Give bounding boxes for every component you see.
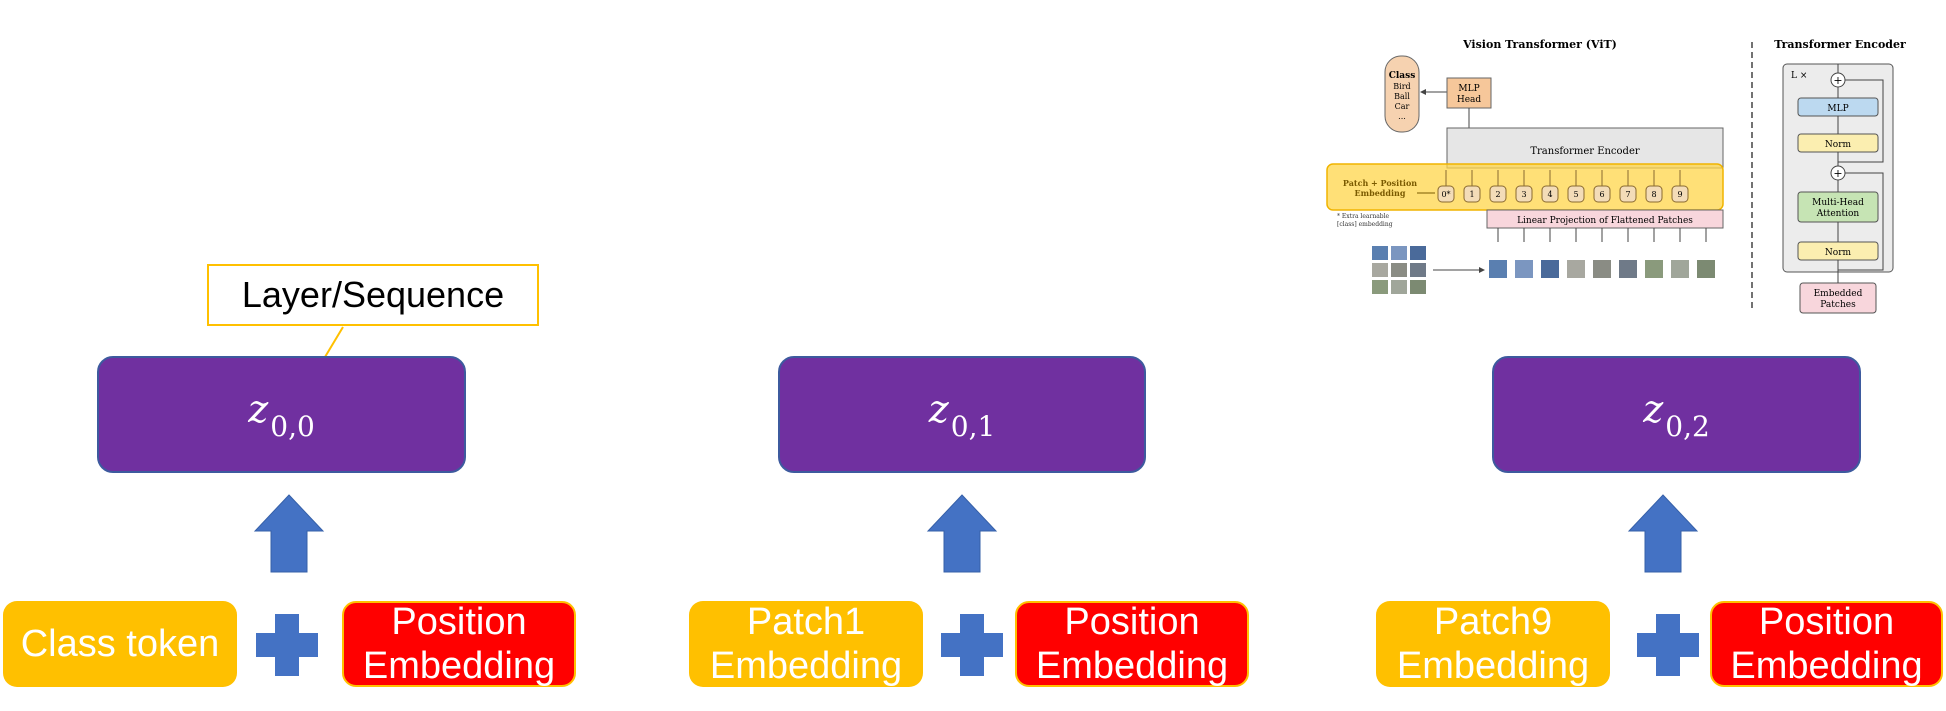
token-index: 4 — [1547, 190, 1552, 199]
arrowhead — [1479, 267, 1485, 273]
encoder-attention-label: Attention — [1816, 209, 1860, 219]
z-label: z0,1 — [928, 386, 996, 443]
up-arrow-icon — [1627, 494, 1699, 573]
patch-position-label: Embedding — [1355, 188, 1406, 198]
callout-text: Layer/Sequence — [241, 274, 505, 315]
embedded-patches-label: Embedded — [1814, 289, 1863, 299]
token-index: 3 — [1521, 190, 1526, 199]
class-token-label: Class token — [20, 623, 220, 665]
z-output-box-1: z0,1 — [778, 356, 1146, 473]
transformer-encoder-box — [1446, 127, 1724, 169]
token-index: 6 — [1599, 190, 1604, 199]
encoder-repeat-label: L × — [1791, 71, 1807, 81]
extra-learnable-note: * Extra learnable — [1337, 213, 1390, 220]
flattened-patches — [1489, 260, 1715, 278]
plus-icon — [1637, 614, 1699, 676]
encoder-mlp-label: MLP — [1827, 104, 1848, 114]
class-box-line: Car — [1395, 102, 1410, 111]
encoder-attention-label: Multi-Head — [1812, 198, 1864, 208]
patch9-embedding-box: Patch9 Embedding — [1376, 601, 1610, 687]
z-output-box-0: z0,0 — [97, 356, 466, 473]
linear-projection-box — [1486, 209, 1724, 229]
patch1-embedding-label: Patch1 Embedding — [709, 601, 903, 687]
vit-title: Vision Transformer (ViT) — [1462, 38, 1617, 51]
encoder-title: Transformer Encoder — [1774, 38, 1906, 51]
patch-position-label: Patch + Position — [1343, 178, 1417, 188]
plus-icon — [941, 614, 1003, 676]
token-index: 2 — [1495, 190, 1500, 199]
position-embedding-label: Position Embedding — [1730, 601, 1923, 687]
class-box-line: Class — [1389, 71, 1416, 81]
mlp-head-label: Head — [1457, 95, 1482, 105]
patch9-embedding-label: Patch9 Embedding — [1396, 601, 1590, 687]
z-label: z0,0 — [248, 386, 315, 443]
token-index: 8 — [1651, 190, 1656, 199]
class-box-line: Ball — [1394, 92, 1410, 101]
plus-icon — [256, 614, 318, 676]
extra-learnable-note: [class] embedding — [1337, 221, 1393, 228]
position-embedding-box-1: Position Embedding — [1015, 601, 1249, 687]
up-arrow-icon — [926, 494, 998, 573]
mlp-head-label: MLP — [1458, 84, 1479, 94]
position-embedding-box-2: Position Embedding — [1710, 601, 1943, 687]
position-embedding-label: Position Embedding — [362, 601, 556, 687]
class-box-line: Bird — [1393, 82, 1410, 91]
encoder-norm-top-label: Norm — [1825, 140, 1852, 150]
chip-to-encoder-arrows — [1445, 170, 1681, 186]
patch1-embedding-box: Patch1 Embedding — [689, 601, 923, 687]
token-index: 0* — [1441, 190, 1450, 199]
vit-architecture-figure: Vision Transformer (ViT) Transformer Enc… — [1326, 38, 1906, 314]
linear-projection-label: Linear Projection of Flattened Patches — [1517, 216, 1693, 226]
z-label: z0,2 — [1643, 386, 1710, 443]
image-grid — [1372, 246, 1426, 294]
layer-sequence-callout: Layer/Sequence — [207, 264, 539, 326]
token-index: 1 — [1469, 190, 1474, 199]
token-index: 7 — [1625, 190, 1630, 199]
residual-plus-label: + — [1833, 167, 1842, 180]
position-embedding-label: Position Embedding — [1035, 601, 1229, 687]
transformer-encoder-label: Transformer Encoder — [1530, 146, 1640, 157]
class-output-box — [1384, 55, 1420, 133]
projection-input-lines — [1497, 228, 1707, 242]
z-output-box-2: z0,2 — [1492, 356, 1861, 473]
class-box-line: ... — [1398, 112, 1406, 121]
arrowhead — [1420, 89, 1426, 95]
token-index: 5 — [1573, 190, 1578, 199]
position-embedding-box-0: Position Embedding — [342, 601, 576, 687]
class-token-box: Class token — [3, 601, 237, 687]
token-index: 9 — [1677, 190, 1682, 199]
up-arrow-icon — [253, 494, 325, 573]
embedded-patches-label: Patches — [1820, 300, 1856, 310]
residual-plus-label: + — [1833, 74, 1842, 87]
encoder-norm-bottom-label: Norm — [1825, 248, 1852, 258]
encoder-flow-lines — [1837, 64, 1884, 283]
